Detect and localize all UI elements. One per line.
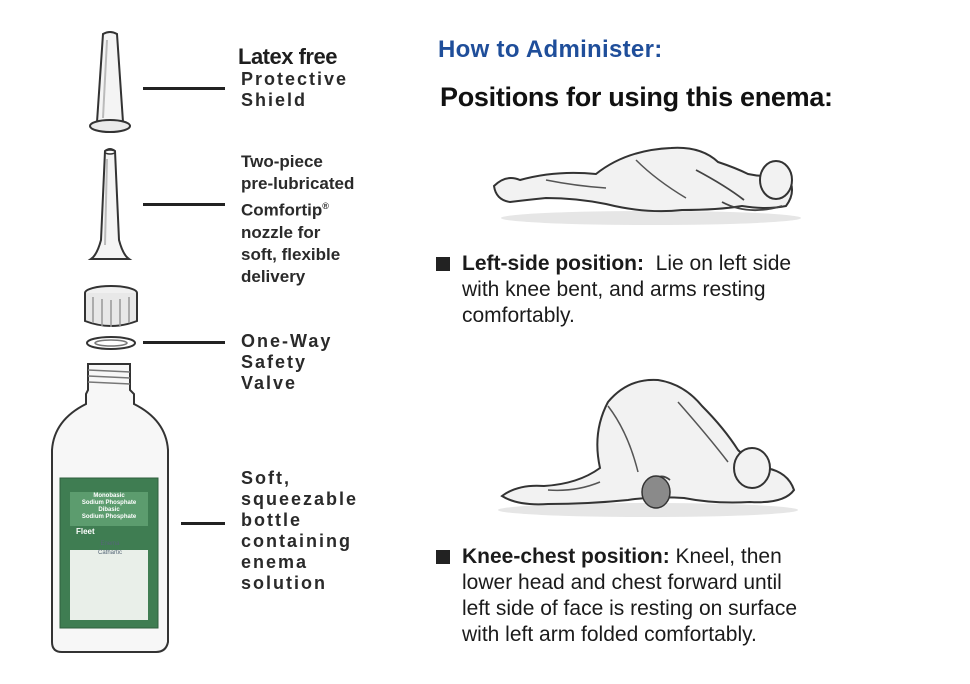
knee-chest-position-illustration — [498, 378, 798, 517]
nozzle-label-line: delivery — [241, 266, 306, 286]
bottle-label-line: squeezable — [241, 489, 359, 509]
bottle-label-line: bottle — [241, 510, 302, 530]
knee-chest-position-name: Knee-chest position: — [462, 545, 670, 568]
nozzle-label-line: Comfortip® — [241, 195, 354, 222]
bottle-label-line: Monobasic — [93, 493, 125, 499]
bottle-label-line: Dibasic — [98, 507, 120, 513]
registered-mark: ® — [322, 201, 329, 211]
nozzle-leader-line — [143, 203, 225, 206]
bottle-brand: Fleet — [76, 527, 95, 536]
shield-label-line: Protective — [241, 69, 349, 89]
left-side-position-illustration — [492, 146, 801, 225]
knee-chest-text: Kneel, then — [675, 545, 782, 568]
valve-leader-line — [143, 341, 225, 344]
bottle-label-line: containing — [241, 531, 352, 551]
knee-chest-line: lower head and chest forward until — [462, 571, 782, 594]
nozzle-label-line: nozzle for — [241, 222, 321, 242]
latex-free-label: Latex free — [238, 44, 337, 69]
bottle-leader-line — [181, 522, 225, 525]
bottle-label-line: enema — [241, 552, 309, 572]
left-side-bullet — [436, 257, 450, 271]
section-heading: How to Administer: — [438, 36, 663, 63]
bottle-label-line: Sodium Phosphate — [81, 500, 137, 506]
knee-chest-line: with left arm folded comfortably. — [462, 623, 757, 646]
shield-leader-line — [143, 87, 225, 90]
bottle-label: Soft, squeezable bottle containing enema… — [241, 468, 358, 594]
bottle-label-line: Soft, — [241, 468, 291, 488]
bottle-small-line: Cathartic — [97, 550, 122, 556]
knee-chest-line: Knee-chest position: Kneel, then — [462, 544, 942, 570]
positions-subheading: Positions for using this enema: — [440, 82, 833, 112]
nozzle-label-line: Two-piece — [241, 152, 323, 171]
left-side-text: Lie on left side — [655, 252, 792, 275]
left-side-line: Left-side position: Lie on left side — [462, 251, 922, 277]
left-side-line: with knee bent, and arms resting — [462, 278, 766, 301]
bottle-label-line: solution — [241, 573, 327, 593]
bottle-small-text: Enema Cathartic — [80, 540, 140, 558]
left-side-position-name: Left-side position: — [462, 252, 644, 275]
valve-label-line: One-Way — [241, 331, 333, 351]
shield-label-line: Shield — [241, 90, 308, 110]
knee-chest-bullet — [436, 550, 450, 564]
bottle-illustration — [51, 363, 169, 653]
cap-ring-illustration — [84, 285, 138, 327]
left-side-description: Left-side position: Lie on left side wit… — [462, 251, 922, 329]
protective-shield-illustration — [89, 31, 131, 133]
bottle-label-line: Sodium Phosphate — [81, 514, 137, 520]
nozzle-label: Two-piece pre-lubricated Comfortip® nozz… — [241, 151, 354, 288]
bottle-label-text: Monobasic Sodium Phosphate Dibasic Sodiu… — [72, 493, 146, 521]
safety-valve-illustration — [86, 336, 136, 350]
shield-label: Protective Shield — [241, 69, 348, 111]
valve-label: One-Way Safety Valve — [241, 331, 332, 394]
nozzle-label-line: pre-lubricated — [241, 174, 355, 193]
left-side-line: comfortably. — [462, 304, 575, 327]
nozzle-illustration — [87, 148, 133, 260]
bottle-small-line: Enema — [100, 541, 120, 547]
knee-chest-description: Knee-chest position: Kneel, then lower h… — [462, 544, 942, 648]
nozzle-label-line: soft, flexible — [241, 244, 341, 264]
knee-chest-line: left side of face is resting on surface — [462, 597, 798, 620]
comfortip-text: Comfortip — [241, 200, 323, 220]
valve-label-line: Valve — [241, 373, 298, 393]
valve-label-line: Safety — [241, 352, 308, 372]
